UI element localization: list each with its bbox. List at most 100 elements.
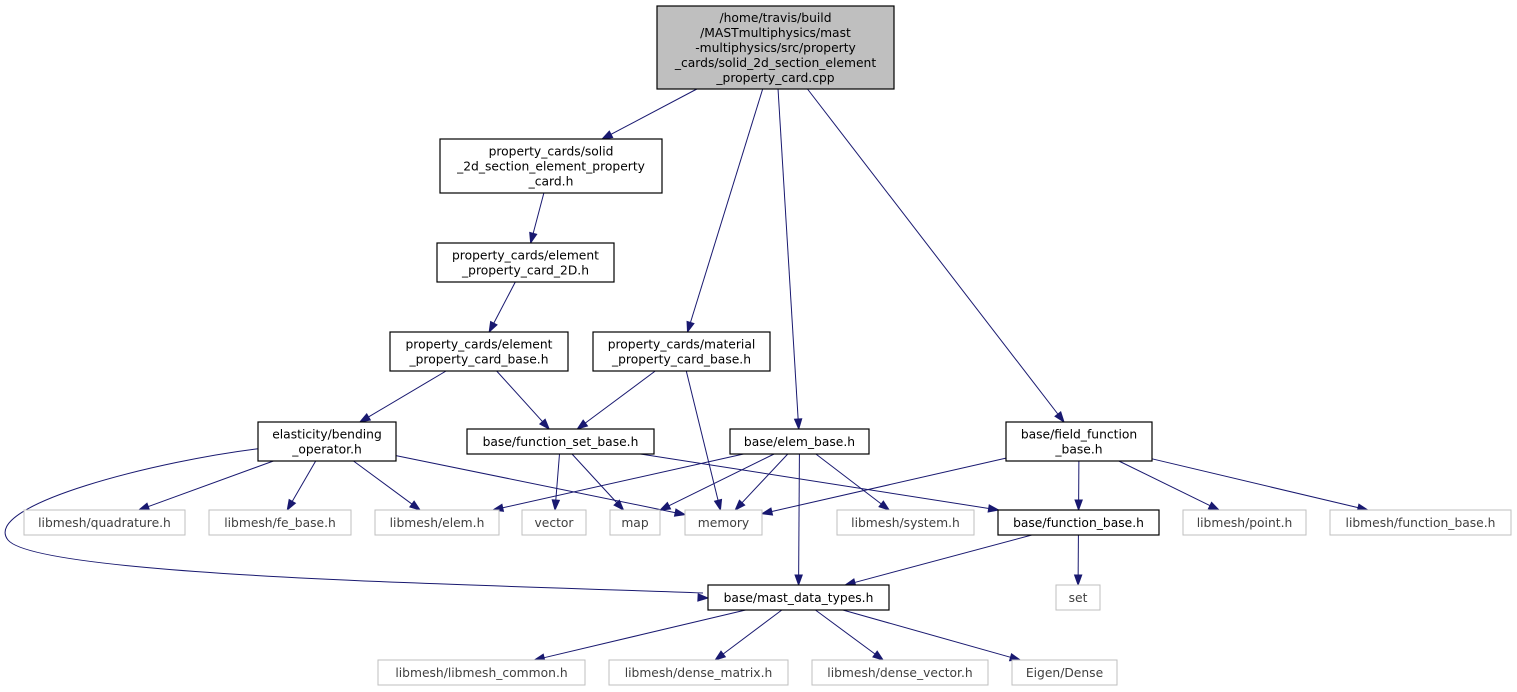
node-label-lm_system: libmesh/system.h (851, 516, 960, 530)
node-label-root-line-3: -multiphysics/src/property (695, 41, 856, 55)
node-label-pc_solid2d-line-2: _2d_section_element_property (456, 159, 645, 173)
node-label-eigen_dense: Eigen/Dense (1026, 666, 1103, 680)
edge-pc_solid2d-to-pc_elem2d-arrowhead (529, 231, 538, 245)
edge-mast_types-to-lm_densevec-line (815, 609, 877, 656)
node-box-set (1055, 584, 1101, 611)
node-box-func_set_base[interactable] (466, 428, 655, 455)
node-label-lm_febase: libmesh/fe_base.h (224, 516, 336, 530)
edge-elast_bend-to-memory-line (395, 455, 677, 514)
edge-mast_types-to-eigen_dense (842, 609, 1022, 662)
node-box-pc_matbase[interactable] (592, 331, 771, 372)
node-lm_densevec: libmesh/dense_vector.h (811, 659, 989, 686)
edge-field_func_base-to-func_base-arrowhead (1074, 499, 1083, 512)
node-pc_matbase[interactable]: property_cards/material_property_card_ba… (592, 331, 771, 372)
edge-pc_elembase-to-elast_bend (358, 370, 447, 423)
node-box-lm_system (836, 509, 975, 536)
edge-mast_types-to-lm_densemat-line (722, 609, 783, 655)
edge-pc_elembase-to-func_set_base-arrowhead (538, 418, 551, 431)
edge-mast_types-to-eigen_dense-line (842, 609, 1012, 659)
node-memory: memory (684, 509, 763, 536)
node-box-eigen_dense (1011, 659, 1118, 686)
node-box-func_base[interactable] (997, 509, 1160, 536)
node-label-lm_densemat: libmesh/dense_matrix.h (625, 666, 773, 680)
edge-field_func_base-to-lm_point-line (1118, 460, 1212, 507)
node-box-pc_elem2d[interactable] (436, 242, 615, 283)
node-label-field_func_base-line-2: _base.h (1054, 442, 1102, 456)
edge-func_base-to-set (1073, 534, 1083, 587)
edge-root-to-elem_base (777, 88, 803, 431)
node-pc_elem2d[interactable]: property_cards/element_property_card_2D.… (436, 242, 615, 283)
edge-pc_solid2d-to-pc_elem2d-line (532, 192, 545, 235)
edge-pc_elembase-to-elast_bend-line (367, 370, 447, 418)
edge-mast_types-to-lm_densemat-arrowhead (713, 650, 727, 661)
edge-elem_base-to-memory-arrowhead (734, 499, 746, 512)
node-box-field_func_base[interactable] (1005, 421, 1153, 462)
edge-elast_bend-to-lm_quad-line (147, 460, 274, 508)
edge-root-to-field_func_base-arrowhead (1054, 411, 1065, 424)
node-box-root[interactable] (656, 5, 895, 90)
edge-field_func_base-to-lm_funcbase-line (1151, 458, 1360, 509)
node-mast_types[interactable]: base/mast_data_types.h (707, 584, 890, 611)
edge-elem_base-to-lm_system (815, 453, 891, 511)
node-label-pc_elembase-line-1: property_cards/element (406, 337, 553, 351)
node-box-elast_bend[interactable] (257, 421, 397, 462)
node-box-mast_types[interactable] (707, 584, 890, 611)
node-lm_quad: libmesh/quadrature.h (23, 509, 186, 536)
edge-field_func_base-to-lm_point-arrowhead (1207, 501, 1221, 511)
node-label-pc_solid2d-line-3: _card.h (528, 174, 574, 188)
node-field_func_base[interactable]: base/field_function_base.h (1005, 421, 1153, 462)
edge-root-to-field_func_base (807, 88, 1065, 424)
edge-field_func_base-to-memory-arrowhead (760, 507, 774, 516)
edge-field_func_base-to-func_base (1074, 460, 1083, 512)
edge-root-to-field_func_base-line (807, 88, 1059, 416)
edge-pc_elembase-to-elast_bend-arrowhead (358, 412, 372, 423)
node-lm_funcbase: libmesh/function_base.h (1329, 509, 1512, 536)
edge-pc_elembase-to-func_set_base (496, 370, 551, 431)
edge-pc_matbase-to-func_set_base-arrowhead (576, 419, 589, 430)
edge-field_func_base-to-memory-line (770, 457, 1007, 513)
edge-pc_matbase-to-func_set_base (576, 370, 656, 430)
edge-pc_solid2d-to-pc_elem2d (529, 192, 545, 245)
edge-func_set_base-to-map (571, 453, 625, 512)
node-label-lm_funcbase: libmesh/function_base.h (1346, 516, 1496, 530)
node-func_set_base[interactable]: base/function_set_base.h (466, 428, 655, 455)
node-label-func_base: base/function_base.h (1013, 516, 1144, 530)
graph-edges (4, 88, 1370, 662)
edge-pc_matbase-to-func_set_base-line (584, 370, 656, 425)
node-pc_solid2d[interactable]: property_cards/solid_2d_section_element_… (439, 138, 663, 194)
node-lm_common: libmesh/libmesh_common.h (377, 659, 586, 686)
node-pc_elembase[interactable]: property_cards/element_property_card_bas… (389, 331, 569, 372)
node-label-root-line-5: _property_card.cpp (715, 71, 834, 85)
node-label-root-line-1: /home/travis/build (719, 11, 831, 25)
node-label-lm_elem: libmesh/elem.h (390, 516, 485, 530)
edge-func_set_base-to-func_base (640, 453, 1001, 513)
node-vector: vector (521, 509, 587, 536)
node-lm_point: libmesh/point.h (1182, 509, 1307, 536)
edge-func_base-to-mast_types (843, 534, 1032, 587)
node-box-pc_elembase[interactable] (389, 331, 569, 372)
node-func_base[interactable]: base/function_base.h (997, 509, 1160, 536)
node-label-lm_point: libmesh/point.h (1197, 516, 1293, 530)
node-elast_bend[interactable]: elasticity/bending_operator.h (257, 421, 397, 462)
node-label-mast_types: base/mast_data_types.h (724, 591, 874, 605)
node-label-root-line-4: _cards/solid_2d_section_element (674, 56, 876, 70)
node-box-elem_base[interactable] (729, 428, 870, 455)
edge-root-to-pc_matbase-line (689, 88, 764, 324)
node-lm_system: libmesh/system.h (836, 509, 975, 536)
node-lm_elem: libmesh/elem.h (374, 509, 500, 536)
edge-elast_bend-to-lm_elem (353, 460, 422, 511)
node-box-pc_solid2d[interactable] (439, 138, 663, 194)
edge-root-to-pc_solid2d (600, 88, 698, 140)
node-elem_base[interactable]: base/elem_base.h (729, 428, 870, 455)
edge-pc_elem2d-to-pc_elembase-line (492, 281, 516, 325)
edge-pc_elembase-to-func_set_base-line (496, 370, 544, 423)
edge-field_func_base-to-memory (760, 457, 1007, 516)
edge-elast_bend-to-lm_febase (286, 460, 317, 512)
edge-elem_base-to-map-line (667, 453, 775, 507)
edge-root-to-pc_solid2d-line (609, 88, 698, 136)
node-root[interactable]: /home/travis/build/MASTmultiphysics/mast… (656, 5, 895, 90)
edge-mast_types-to-lm_densemat (713, 609, 783, 661)
edge-field_func_base-to-lm_funcbase (1151, 458, 1370, 512)
node-eigen_dense: Eigen/Dense (1011, 659, 1118, 686)
node-label-set: set (1069, 591, 1088, 605)
